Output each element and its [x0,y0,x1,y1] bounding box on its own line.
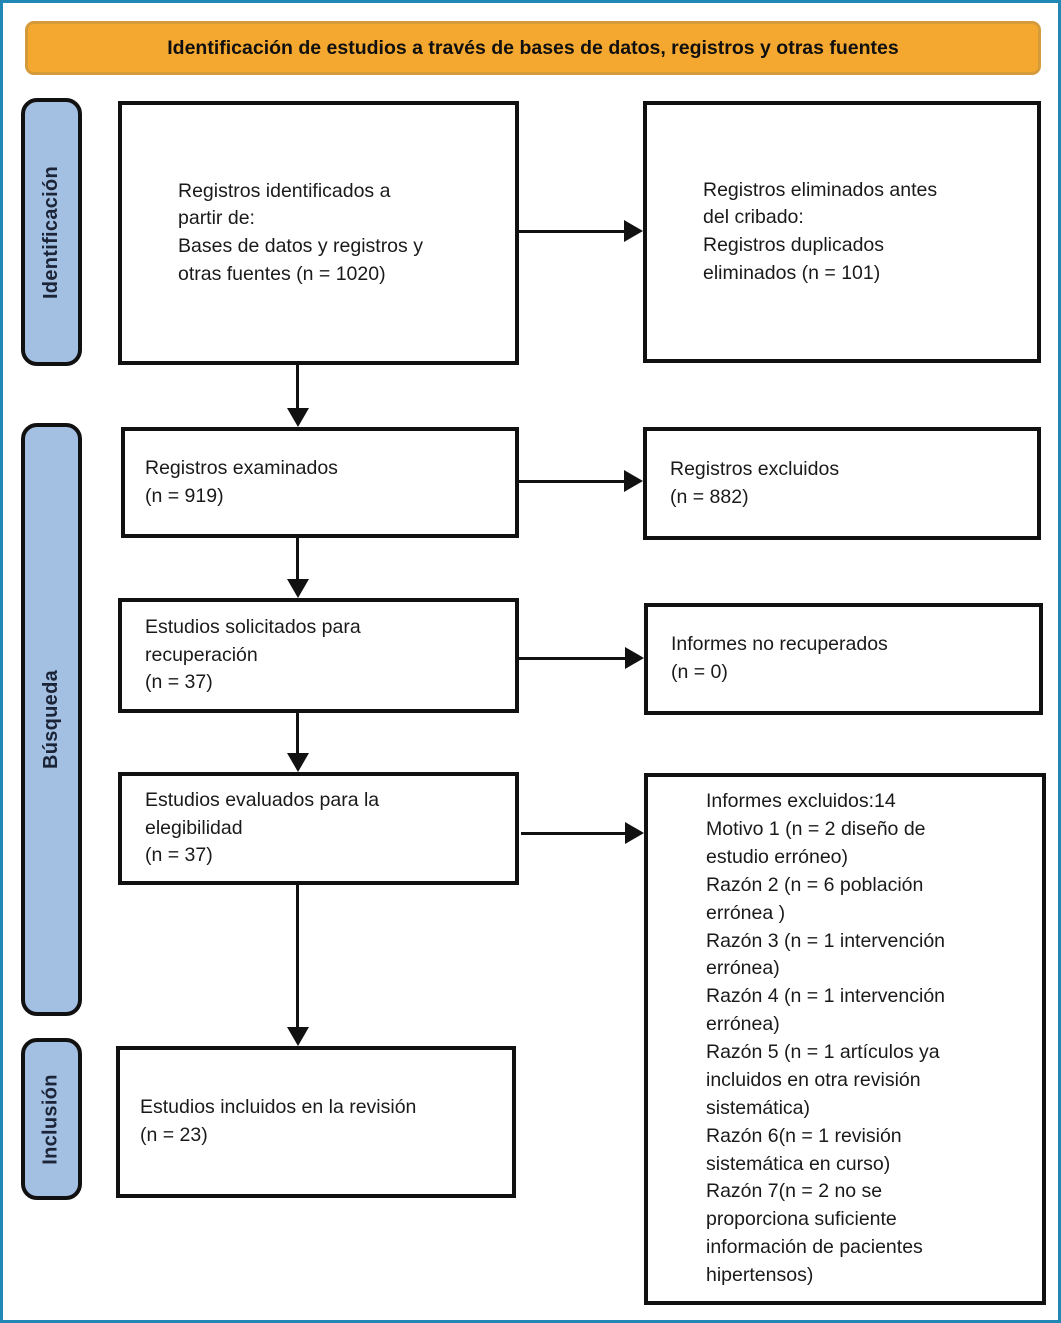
arrow-assessed-to-included-head-icon [287,1027,309,1046]
arrow-identified-to-screened-line [296,365,299,410]
stage-label-busqueda-text: Búsqueda [40,669,62,770]
box-reports-not-retrieved: Informes no recuperados (n = 0) [644,603,1043,715]
box-records-excluded-text: Registros excluidos (n = 882) [670,457,840,508]
arrow-sought-to-notretrieved-line [519,657,627,660]
stage-label-inclusion-text: Inclusión [40,1073,63,1165]
box-studies-assessed-text: Estudios evaluados para la elegibilidad … [145,788,380,867]
arrow-identified-to-removed-line [519,230,626,233]
box-studies-assessed: Estudios evaluados para la elegibilidad … [118,772,519,885]
arrow-screened-to-excluded-line [519,480,626,483]
box-reports-excluded: Informes excluidos:14 Motivo 1 (n = 2 di… [644,773,1046,1305]
box-studies-included-text: Estudios incluidos en la revisión (n = 2… [140,1096,417,1146]
box-records-screened-text: Registros examinados (n = 919) [145,456,338,507]
arrow-assessed-to-included-line [296,885,299,1029]
arrow-sought-to-assessed-head-icon [287,753,309,772]
diagram-title: Identificación de estudios a través de b… [167,36,899,59]
arrow-assessed-to-reportsexcluded-head-icon [625,822,644,844]
stage-label-identificacion: Identificación [21,98,82,366]
stage-label-busqueda: Búsqueda [21,423,82,1016]
arrow-screened-to-sought-line [296,538,299,581]
box-reports-not-retrieved-text: Informes no recuperados (n = 0) [671,633,888,683]
box-studies-sought-text: Estudios solicitados para recuperación (… [145,615,361,694]
arrow-identified-to-removed-head-icon [624,220,643,242]
box-records-identified: Registros identificados a partir de: Bas… [118,101,519,365]
stage-label-identificacion-text: Identificación [40,165,63,299]
stage-label-inclusion: Inclusión [21,1038,82,1200]
arrow-sought-to-assessed-line [296,713,299,755]
arrow-identified-to-screened-head-icon [287,408,309,427]
box-studies-sought: Estudios solicitados para recuperación (… [118,598,519,713]
box-records-removed: Registros eliminados antes del cribado: … [643,101,1041,363]
box-records-removed-text: Registros eliminados antes del cribado: … [703,178,938,284]
box-records-excluded: Registros excluidos (n = 882) [643,427,1041,540]
box-reports-excluded-text: Informes excluidos:14 Motivo 1 (n = 2 di… [706,790,946,1286]
arrow-sought-to-notretrieved-head-icon [625,647,644,669]
arrow-screened-to-sought-head-icon [287,579,309,598]
box-records-screened: Registros examinados (n = 919) [121,427,519,538]
box-records-identified-text: Registros identificados a partir de: Bas… [178,179,423,285]
arrow-screened-to-excluded-head-icon [624,470,643,492]
title-banner: Identificación de estudios a través de b… [25,21,1041,75]
box-studies-included: Estudios incluidos en la revisión (n = 2… [116,1046,516,1198]
arrow-assessed-to-reportsexcluded-line [521,832,627,835]
